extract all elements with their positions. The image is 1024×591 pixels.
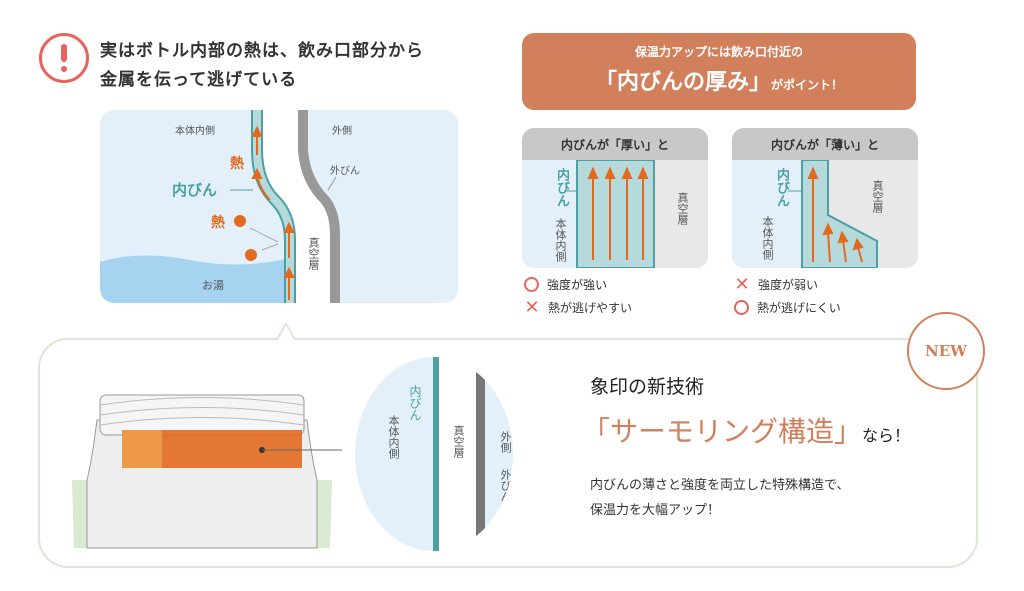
circle-icon <box>524 277 539 292</box>
outer-bottle-wall <box>476 369 485 539</box>
thin-inner-bottle-card: 内びんが「薄い」と 内びん 本体内側 真空層 <box>732 128 918 268</box>
outer-bottle-label: 外びん <box>330 166 360 177</box>
inside-label: 本体内側 <box>554 218 567 262</box>
header-line-2: 金属を伝って逃げている <box>100 70 298 90</box>
vacuum-label: 真空層 <box>676 192 689 225</box>
point-text: 熱が逃げにくい <box>757 301 841 315</box>
point-heat: ✕ 熱が逃げやすい <box>524 296 633 318</box>
hot-water-label: お湯 <box>202 279 224 292</box>
badge-text: NEW <box>925 342 967 360</box>
banner-suffix: がポイント！ <box>771 78 844 92</box>
inner-bottle-wall <box>433 357 439 551</box>
body-line-1: 内びんの薄さと強度を両立した特殊構造で、 <box>590 478 850 493</box>
header-line-1: 実はボトル内部の熱は、飲み口部分から <box>100 41 424 61</box>
inner-bottle-label: 内びん <box>408 385 422 421</box>
heat-label: 熱 <box>211 215 225 231</box>
zoom-circle: 内びん 本体内側 真空層 外側 外びん <box>355 357 513 551</box>
inner-bottle-label: 内びん <box>172 181 218 199</box>
vacuum-gap <box>262 110 332 303</box>
thin-card-points: ✕ 強度が弱い 熱が逃げにくい <box>734 273 841 316</box>
card-title: 内びんが「薄い」と <box>732 128 918 160</box>
tech-suffix: なら！ <box>862 426 911 445</box>
outer-bottle-label: 外びん <box>499 469 512 502</box>
point-text: 強度が強い <box>547 278 608 292</box>
cross-icon: ✕ <box>734 273 750 295</box>
warning-icon <box>39 33 89 83</box>
vacuum-label: 真空層 <box>452 425 465 458</box>
banner-headline: 「内びんの厚み」 <box>594 70 771 95</box>
outer-bottle-wall <box>298 110 340 303</box>
inside-label: 本体内側 <box>175 126 215 137</box>
tech-name: 「サーモリング構造」 <box>582 415 863 448</box>
circle-icon <box>734 300 749 315</box>
outside-label: 外側 <box>499 431 512 453</box>
inner-bottle-label: 内びん <box>774 168 789 207</box>
thick-inner-bottle-card: 内びんが「厚い」と 内びん 本体内側 真空層 <box>522 128 708 268</box>
new-technology-panel <box>38 338 978 568</box>
point-text: 熱が逃げやすい <box>548 301 633 315</box>
outside-label: 外側 <box>332 126 352 137</box>
heat-label: 熱 <box>230 156 244 172</box>
body-line-2: 保温力を大幅アップ！ <box>590 503 721 518</box>
tech-heading: 「サーモリング構造」なら！ <box>582 410 910 450</box>
point-strength: ✕ 強度が弱い <box>734 273 841 295</box>
point-strength: 強度が強い <box>524 276 632 293</box>
point-heat: 熱が逃げにくい <box>734 299 841 316</box>
banner-subtitle: 保温力アップには飲み口付近の <box>634 45 803 59</box>
card-title: 内びんが「厚い」と <box>522 128 708 160</box>
thick-card-points: 強度が強い ✕ 熱が逃げやすい <box>524 276 632 316</box>
hot-water <box>100 255 290 303</box>
inner-bottle-label: 内びん <box>554 168 569 207</box>
tech-intro: 象印の新技術 <box>590 376 705 398</box>
cross-icon: ✕ <box>524 296 540 318</box>
inside-label: 本体内側 <box>761 216 774 260</box>
new-badge: NEW <box>907 312 985 390</box>
vacuum-label: 真空層 <box>871 180 884 213</box>
key-point-banner: 保温力アップには飲み口付近の 「内びんの厚み」がポイント！ <box>522 33 916 110</box>
jar-illustration <box>72 394 342 549</box>
vacuum-label: 真空層 <box>307 237 320 270</box>
inside-label: 本体内側 <box>387 415 400 459</box>
point-text: 強度が弱い <box>758 278 819 292</box>
heat-flow-diagram: 本体内側 外側 熱 熱 内びん 外びん 真空層 お湯 <box>100 110 458 303</box>
